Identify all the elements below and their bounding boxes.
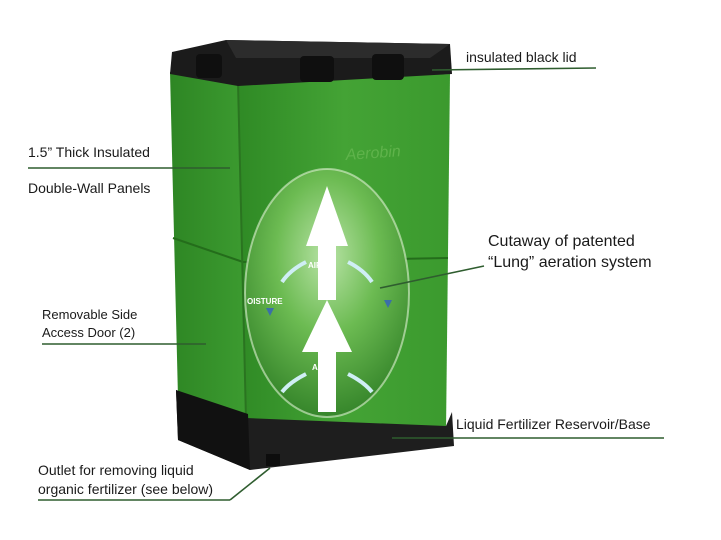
- label-reservoir: Liquid Fertilizer Reservoir/Base: [456, 416, 651, 432]
- label-panels-line2: Double-Wall Panels: [28, 180, 151, 196]
- bin-side-panel: [170, 72, 246, 420]
- moisture-label: OISTURE: [247, 297, 283, 306]
- air-label-upper: AIR: [308, 261, 322, 270]
- label-door-line1: Removable Side: [42, 307, 138, 322]
- air-up-arrow-icon: [306, 186, 348, 300]
- label-cutaway-line1: Cutaway of patented: [488, 233, 635, 250]
- label-cutaway-line2: “Lung” aeration system: [488, 254, 652, 271]
- reservoir-base: [176, 390, 454, 470]
- label-outlet-line2: organic fertilizer (see below): [38, 481, 214, 497]
- label-door-line2: Access Door (2): [42, 325, 136, 340]
- brand-logo: Aerobin: [344, 143, 401, 164]
- air-up-arrow-lower-icon: [302, 300, 352, 412]
- label-outlet-line1: Outlet for removing liquid: [38, 462, 194, 478]
- air-label-lower: AIR: [312, 363, 326, 372]
- aeration-cutaway: AIR AIR OISTURE: [244, 168, 410, 418]
- label-panels-line1: 1.5” Thick Insulated: [28, 144, 150, 160]
- insulated-lid: [170, 40, 452, 86]
- label-insulated-lid: insulated black lid: [466, 49, 577, 65]
- leader-lines: [28, 67, 664, 501]
- airflow-arrows-icon: [280, 260, 374, 394]
